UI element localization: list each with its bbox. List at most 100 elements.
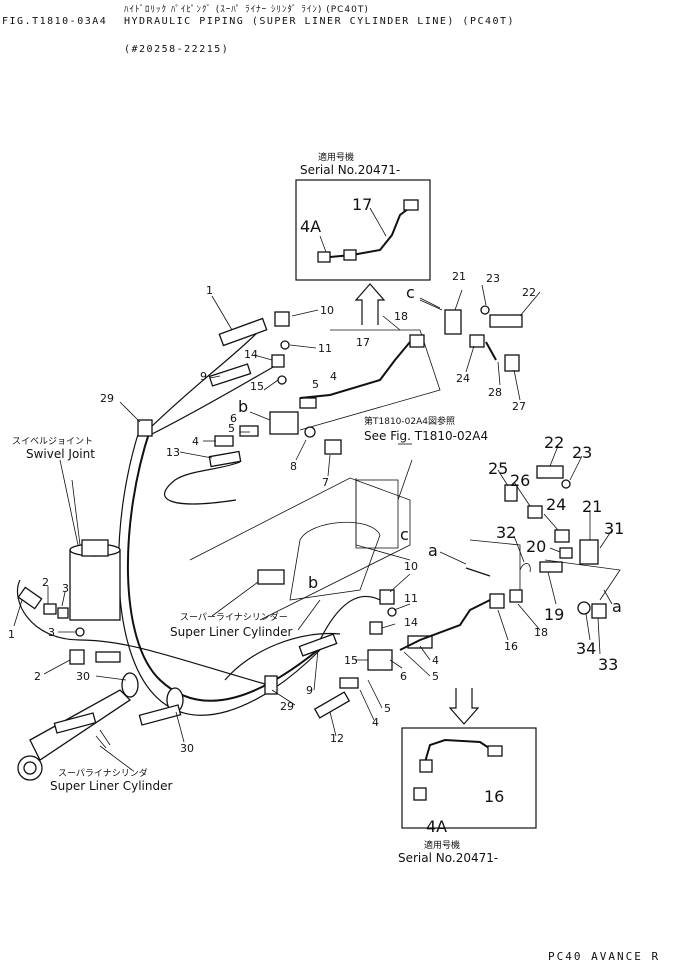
label-28: 28 — [488, 386, 502, 399]
label-25: 25 — [488, 459, 508, 478]
label-4-top: 4 — [192, 435, 199, 448]
hose-9-mid — [224, 632, 341, 681]
label-c-mid: c — [400, 525, 409, 544]
label-1-left: 1 — [8, 628, 15, 641]
washer-23-right — [561, 479, 571, 489]
connector-4-mid — [407, 635, 433, 649]
ring-32 — [519, 563, 531, 573]
clamp-30-a — [121, 672, 139, 698]
o-ring-11-top — [280, 340, 290, 350]
o-ring-8 — [304, 426, 316, 438]
label-c-top: c — [406, 283, 415, 302]
elbow-7 — [324, 439, 342, 455]
block-21-right — [579, 539, 599, 565]
clamp-29-mid — [264, 675, 278, 695]
nipple-25 — [504, 484, 518, 502]
label-23-top: 23 — [486, 272, 500, 285]
inset-bottom-serial-jp: 適用号機 — [424, 839, 460, 851]
hose-fitting-9 — [208, 363, 252, 387]
inset-bottom-serial: Serial No.20471- — [398, 851, 498, 865]
label-7: 7 — [322, 476, 329, 489]
hose-fitting-18 — [409, 334, 425, 348]
label-15-top: 15 — [250, 380, 264, 393]
connector-2-left — [43, 603, 57, 615]
label-13: 13 — [166, 446, 180, 459]
hose-fitting-1 — [218, 317, 268, 347]
swivel-joint-body — [69, 549, 121, 621]
label-5-low: 5 — [432, 670, 439, 683]
inset-top: 適用号機 Serial No.20471- 17 4A — [295, 151, 431, 281]
page-footer: PC40 AVANCE R — [548, 950, 661, 963]
part-labels: 1 10 11 14 9 15 b 5 6 4 13 29 17 18 8 7 … — [8, 270, 624, 755]
label-10-mid: 10 — [404, 560, 418, 573]
label-18-right: 18 — [534, 626, 548, 639]
label-2-left-lower: 2 — [34, 670, 41, 683]
label-23-right: 23 — [572, 443, 592, 462]
cylinder-mid-jp: スーパーライナシリンダー — [180, 611, 288, 623]
label-b-top: b — [238, 397, 248, 416]
label-6-mid: 6 — [400, 670, 407, 683]
label-3-left: 3 — [62, 582, 69, 595]
label-b-mid: b — [308, 573, 318, 592]
elbow-2-lower — [69, 649, 85, 665]
label-9-top: 9 — [200, 370, 207, 383]
label-24-top: 24 — [456, 372, 470, 385]
cylinder-mid-en: Super Liner Cylinder — [170, 625, 292, 639]
hose-13 — [164, 461, 241, 505]
fitting-20 — [559, 547, 573, 559]
label-a-mid: a — [428, 541, 438, 560]
figure-number: FIG.T1810-03A4 — [2, 16, 108, 27]
label-34: 34 — [576, 639, 596, 658]
label-12: 12 — [330, 732, 344, 745]
washer-23-top — [480, 305, 490, 315]
block-6-top — [269, 411, 299, 435]
label-22-right: 22 — [544, 433, 564, 452]
label-33: 33 — [598, 655, 618, 674]
label-20: 20 — [526, 537, 546, 556]
label-1-top: 1 — [206, 284, 213, 297]
swivel-joint-en: Swivel Joint — [26, 447, 95, 461]
label-27: 27 — [512, 400, 526, 413]
hose-fitting-9-mid — [298, 633, 338, 657]
pipe-a-mid — [465, 567, 491, 577]
inset-top-hose-fitting — [403, 199, 419, 211]
frame-outline — [189, 477, 411, 621]
hose-28 — [485, 341, 497, 361]
label-4-low: 4 — [432, 654, 439, 667]
inset-bottom: 16 4A 適用号機 Serial No.20471- — [398, 727, 537, 865]
label-11-mid: 11 — [404, 592, 418, 605]
label-29-mid: 29 — [280, 700, 294, 713]
arrow-up-to-inset — [354, 283, 386, 325]
label-18-top: 18 — [394, 310, 408, 323]
inset-bottom-label-16: 16 — [484, 787, 504, 806]
label-4-upper-mid: 4 — [330, 370, 337, 383]
title-japanese: ﾊｲﾄﾞﾛﾘｯｸ ﾊﾟｲﾋﾟﾝｸﾞ (ｽｰﾊﾟ ﾗｲﾅｰ ｼﾘﾝﾀﾞ ﾗｲﾝ) … — [124, 5, 369, 15]
bolt-22-top — [489, 314, 523, 328]
label-32: 32 — [496, 523, 516, 542]
label-29-top: 29 — [100, 392, 114, 405]
label-19: 19 — [544, 605, 564, 624]
label-30-b: 30 — [180, 742, 194, 755]
inset-bottom-hose-16 — [424, 738, 496, 763]
label-15-mid: 15 — [344, 654, 358, 667]
cylinder-bottom-jp: スーパライナシリンダ — [58, 767, 148, 779]
label-14-mid: 14 — [404, 616, 418, 629]
see-fig-en: See Fig. T1810-02A4 — [364, 429, 488, 443]
hose-fitting-12 — [313, 691, 351, 719]
detail-outline-top — [299, 329, 441, 431]
inset-top-label-4a: 4A — [300, 217, 321, 236]
elbow-14-top — [271, 354, 285, 368]
elbow-10-mid — [379, 589, 395, 605]
connector-5-low — [339, 677, 359, 689]
label-31: 31 — [604, 519, 624, 538]
nut-33 — [591, 603, 607, 619]
label-6-top: 6 — [230, 412, 237, 425]
label-5-lower: 5 — [384, 702, 391, 715]
bracket-plate — [355, 479, 399, 549]
elbow-10-top — [274, 311, 290, 327]
label-2-left: 2 — [42, 576, 49, 589]
arrow-down-to-inset — [448, 688, 480, 725]
inset-top-serial: Serial No.20471- — [300, 163, 400, 177]
block-6-mid — [367, 649, 393, 671]
